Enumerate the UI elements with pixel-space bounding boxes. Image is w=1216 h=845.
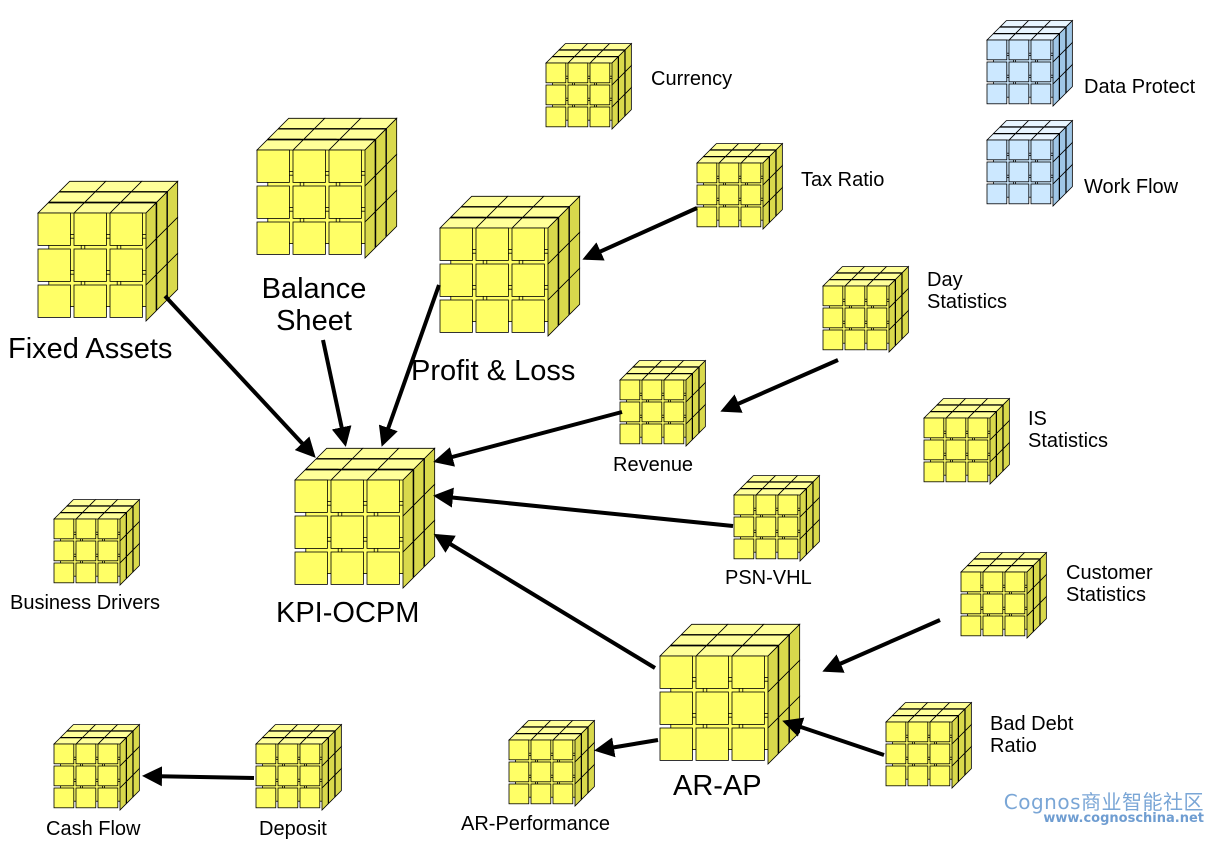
arrow-profit-loss-to-kpi-ocpm [378,284,441,447]
cube-balance-sheet [256,117,398,259]
arrow-revenue-to-kpi-ocpm [433,410,623,467]
label-work-flow: Work Flow [1084,176,1179,198]
label-currency: Currency [651,68,733,90]
label-bad-debt-ratio-line1: Bad Debt [990,713,1074,735]
arrow-day-statistics-to-revenue [720,358,839,413]
label-is-statistics-line2: Statistics [1028,430,1109,453]
label-day-statistics-line2: Statistics [927,291,1008,314]
arrow-deposit-to-cash-flow [142,766,255,787]
label-balance-sheet-line2: Sheet [276,305,352,338]
label-cash-flow: Cash Flow [46,818,141,840]
cube-work-flow [986,119,1074,207]
cube-data-protect [986,19,1074,107]
label-bad-debt-ratio-line2: Ratio [990,735,1037,758]
label-customer-statistics-line2: Statistics [1066,584,1147,607]
label-balance-sheet: Balance Sheet [246,273,382,338]
watermark-url: www.cognoschina.net [1043,811,1204,826]
cube-profit-loss [439,195,581,337]
label-ar-performance: AR-Performance [461,813,610,835]
label-is-statistics: IS Statistics [1028,408,1108,453]
cube-ar-performance [508,719,596,807]
label-is-statistics-line1: IS [1028,408,1047,430]
label-tax-ratio: Tax Ratio [801,169,885,191]
label-ar-ap: AR-AP [673,770,762,802]
cube-bad-debt-ratio [885,701,973,789]
label-data-protect: Data Protect [1084,76,1196,98]
label-deposit: Deposit [259,818,327,840]
cube-currency [545,42,633,130]
cube-customer-statistics [960,551,1048,639]
watermark-title: Cognos商业智能社区 [1003,790,1204,814]
cube-psn-vhl [733,474,821,562]
label-kpi-ocpm: KPI-OCPM [276,597,420,629]
label-balance-sheet-line1: Balance [261,273,367,305]
cube-tax-ratio [696,142,784,230]
cube-fixed-assets [37,180,179,322]
arrow-ar-ap-to-kpi-ocpm [433,533,657,670]
label-customer-statistics-line1: Customer [1066,562,1153,584]
cube-deposit [255,723,343,811]
label-profit-loss: Profit & Loss [411,355,576,387]
label-customer-statistics: Customer Statistics [1066,562,1153,607]
arrow-customer-statistics-to-ar-ap [822,618,941,673]
arrow-psn-vhl-to-kpi-ocpm [433,487,734,528]
cube-day-statistics [822,265,910,353]
cube-cash-flow [53,723,141,811]
arrow-ar-ap-to-ar-performance [594,737,659,758]
label-bad-debt-ratio: Bad Debt Ratio [990,713,1073,758]
label-psn-vhl: PSN-VHL [725,567,812,589]
label-day-statistics-line1: Day [927,269,963,291]
label-day-statistics: Day Statistics [927,269,1007,314]
arrow-fixed-assets-to-kpi-ocpm [163,294,316,458]
label-business-drivers: Business Drivers [10,592,161,614]
cube-revenue [619,359,707,447]
cube-is-statistics [923,397,1011,485]
label-revenue: Revenue [613,454,694,476]
arrow-balance-sheet-to-kpi-ocpm [321,339,352,447]
arrow-tax-ratio-to-profit-loss [582,206,698,261]
cube-kpi-ocpm [294,447,436,589]
cube-ar-ap [659,623,801,765]
arrow-bad-debt-ratio-to-ar-ap [782,717,885,757]
label-fixed-assets: Fixed Assets [8,333,173,365]
cube-business-drivers [53,498,141,586]
